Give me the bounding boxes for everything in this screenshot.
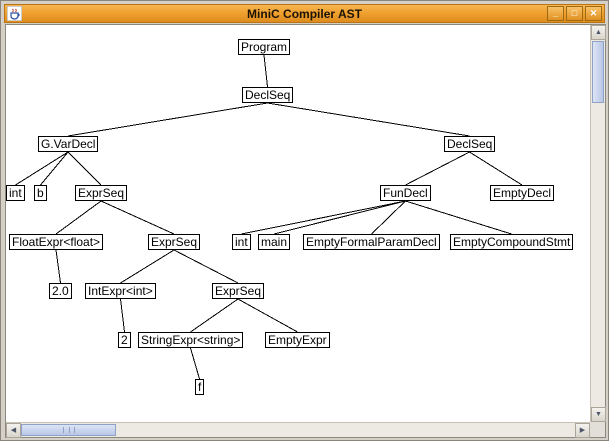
tree-node-stringexpr: StringExpr<string> bbox=[138, 332, 244, 348]
tree-node-exprseq3: ExprSeq bbox=[212, 283, 265, 299]
tree-edge-gvardecl-b bbox=[40, 151, 69, 186]
thumb-grip bbox=[68, 427, 70, 433]
tree-node-declseq2: DeclSeq bbox=[444, 136, 496, 152]
tree-edge-exprseq3-stringexpr bbox=[190, 298, 239, 333]
vertical-scrollbar[interactable]: ▲ ▼ bbox=[590, 25, 606, 422]
tree-edge-declseq1-gvardecl bbox=[67, 102, 268, 137]
tree-node-declseq1: DeclSeq bbox=[242, 87, 294, 103]
tree-edge-declseq1-declseq2 bbox=[267, 102, 470, 137]
tree-edge-fundecl-main bbox=[273, 200, 406, 235]
vertical-scrollbar-thumb[interactable] bbox=[592, 41, 604, 103]
tree-node-int1: int bbox=[6, 185, 25, 201]
horizontal-scrollbar[interactable]: ◀ ▶ bbox=[6, 422, 590, 438]
tree-edge-fundecl-emptyformal bbox=[371, 200, 406, 235]
thumb-grip bbox=[62, 427, 64, 433]
tree-edge-intexpr-val2 bbox=[120, 298, 125, 333]
tree-node-main: main bbox=[258, 234, 291, 250]
tree-node-gvardecl: G.VarDecl bbox=[38, 136, 99, 152]
tree-edge-exprseq1-exprseq2 bbox=[100, 200, 175, 235]
tree-node-fundecl: FunDecl bbox=[380, 185, 431, 201]
tree-edge-gvardecl-exprseq1 bbox=[67, 151, 102, 186]
scroll-down-arrow-icon[interactable]: ▼ bbox=[591, 407, 606, 422]
tree-node-int2: int bbox=[232, 234, 251, 250]
tree-edge-program-declseq1 bbox=[263, 54, 268, 88]
close-button[interactable]: ✕ bbox=[585, 6, 602, 21]
edges-layer bbox=[15, 54, 523, 380]
tree-node-floatexpr: FloatExpr<float> bbox=[9, 234, 104, 250]
tree-node-emptyexpr: EmptyExpr bbox=[265, 332, 330, 348]
tree-node-exprseq1: ExprSeq bbox=[75, 185, 128, 201]
tree-node-emptydecl: EmptyDecl bbox=[490, 185, 555, 201]
minimize-button[interactable]: _ bbox=[547, 6, 564, 21]
java-logo-icon bbox=[7, 6, 22, 21]
tree-edge-declseq2-emptydecl bbox=[469, 151, 523, 186]
tree-edge-gvardecl-int1 bbox=[15, 151, 69, 186]
tree-edge-declseq2-fundecl bbox=[405, 151, 470, 186]
tree-edge-exprseq3-emptyexpr bbox=[237, 298, 298, 333]
title-bar[interactable]: MiniC Compiler AST _ □ ✕ bbox=[4, 4, 605, 23]
tree-node-program: Program bbox=[238, 39, 291, 55]
window-title: MiniC Compiler AST bbox=[247, 6, 362, 21]
scroll-up-arrow-icon[interactable]: ▲ bbox=[591, 25, 606, 40]
tree-node-emptycompound: EmptyCompoundStmt bbox=[450, 234, 574, 250]
tree-node-emptyformal: EmptyFormalParamDecl bbox=[303, 234, 440, 250]
tree-node-intexpr: IntExpr<int> bbox=[85, 283, 156, 299]
tree-node-exprseq2: ExprSeq bbox=[148, 234, 201, 250]
horizontal-scrollbar-thumb[interactable] bbox=[21, 424, 116, 436]
tree-edge-exprseq2-intexpr bbox=[120, 249, 175, 284]
tree-edge-stringexpr-valf bbox=[190, 347, 200, 380]
window-controls: _ □ ✕ bbox=[547, 6, 602, 21]
tree-node-valf: f bbox=[195, 379, 205, 395]
tree-edge-fundecl-int2 bbox=[241, 200, 406, 235]
scroll-right-arrow-icon[interactable]: ▶ bbox=[575, 423, 590, 438]
tree-edge-floatexpr-val20 bbox=[55, 249, 61, 284]
thumb-grip bbox=[74, 427, 76, 433]
scroll-left-arrow-icon[interactable]: ◀ bbox=[6, 423, 21, 438]
maximize-button[interactable]: □ bbox=[566, 6, 583, 21]
tree-edge-exprseq2-exprseq3 bbox=[173, 249, 239, 284]
tree-node-val20: 2.0 bbox=[49, 283, 72, 299]
tree-edge-fundecl-emptycompound bbox=[405, 200, 512, 235]
tree-node-b: b bbox=[34, 185, 47, 201]
tree-node-val2: 2 bbox=[118, 332, 131, 348]
tree-edge-exprseq1-floatexpr bbox=[55, 200, 102, 235]
scrollbar-corner bbox=[590, 422, 605, 437]
